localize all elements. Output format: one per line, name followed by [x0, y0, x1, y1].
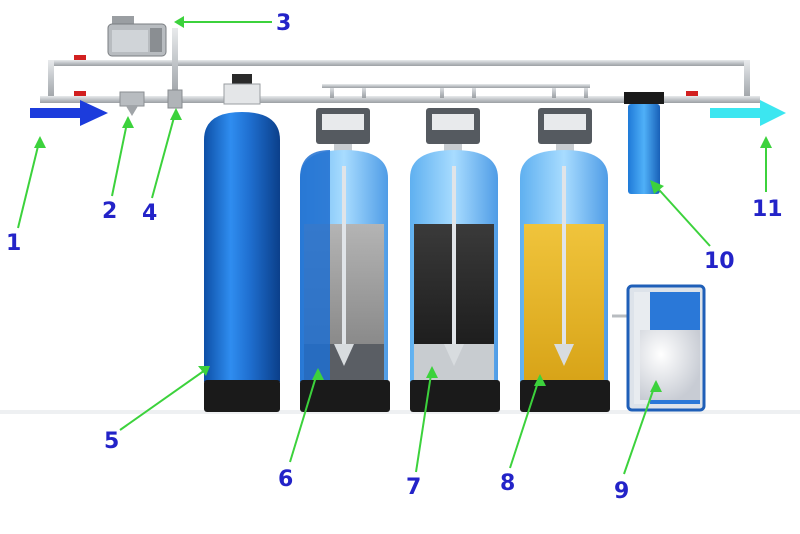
dosing-pump: [107, 16, 167, 57]
leader-10: [651, 181, 711, 247]
leader-7: [415, 367, 433, 473]
label-9: 9: [614, 479, 629, 504]
main-pipe: [40, 84, 760, 103]
tank-6-gray-media: [300, 108, 390, 412]
label-11: 11: [752, 197, 783, 222]
mesh-strainer: [119, 91, 145, 116]
tank-5-pressure-vessel: [204, 74, 280, 412]
inlet-valve: [74, 91, 86, 96]
label-2: 2: [102, 199, 117, 224]
label-5: 5: [104, 429, 119, 454]
bypass-pipe: [48, 28, 750, 100]
floor-line: [0, 410, 800, 414]
outlet-arrow: [710, 100, 786, 126]
leader-6: [289, 369, 319, 463]
brine-tank: [612, 284, 706, 412]
tank-8-yellow-media: [520, 108, 610, 412]
leader-arrowheads: [34, 16, 772, 392]
cartridge-filter: [624, 92, 664, 194]
label-7: 7: [406, 475, 421, 500]
label-4: 4: [142, 201, 157, 226]
leader-8: [509, 375, 541, 469]
leader-1: [17, 137, 41, 229]
label-8: 8: [500, 471, 515, 496]
tank-7-black-media: [410, 108, 500, 412]
inlet-arrow: [30, 100, 108, 126]
label-1: 1: [6, 231, 21, 256]
pipe-tee: [167, 89, 183, 109]
label-3: 3: [276, 11, 291, 36]
outlet-valve: [686, 91, 698, 96]
label-6: 6: [278, 467, 293, 492]
leader-9: [623, 381, 657, 475]
leader-5: [119, 367, 209, 431]
bypass-valve-left: [74, 55, 86, 60]
label-10: 10: [704, 249, 735, 274]
leader-4: [151, 109, 177, 199]
leader-2: [111, 117, 129, 197]
